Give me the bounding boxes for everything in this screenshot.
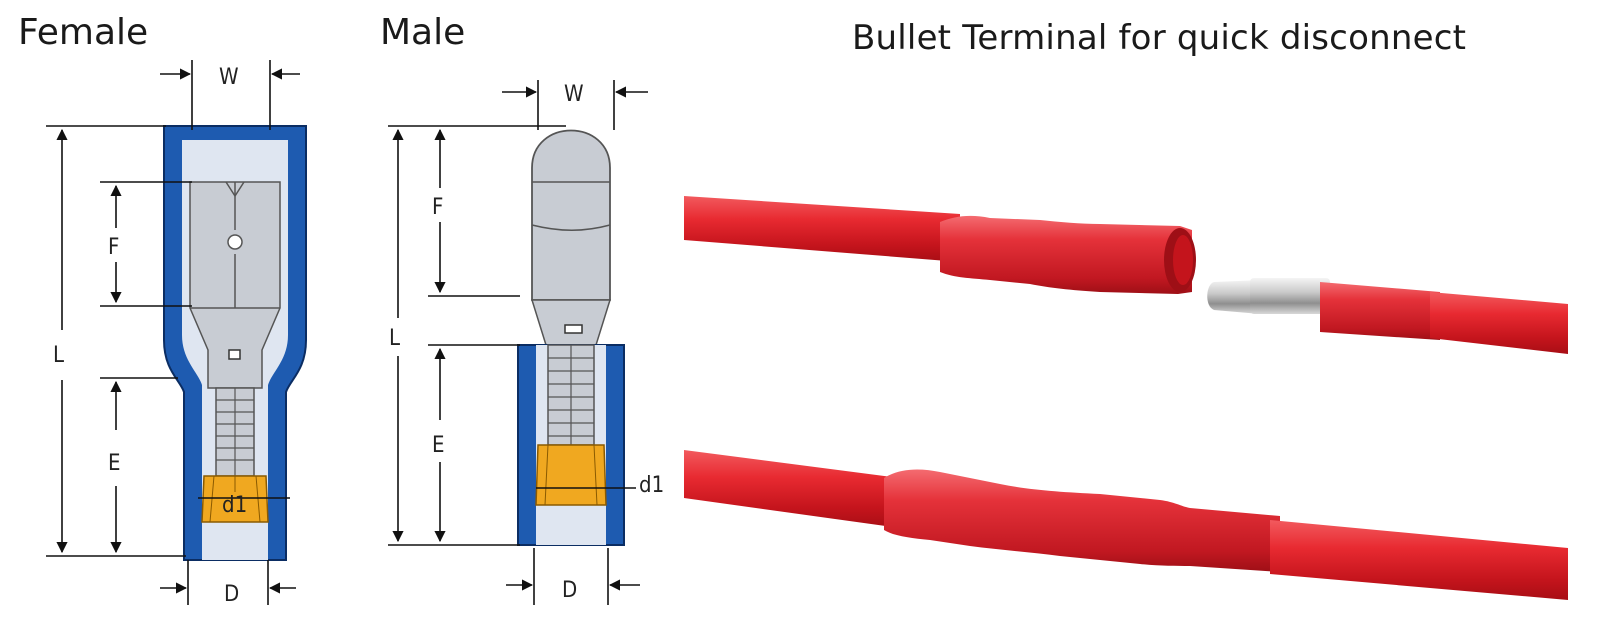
photo-title: Bullet Terminal for quick disconnect [852, 18, 1467, 58]
male-dimensions [388, 80, 648, 605]
male-width-label: W [564, 82, 584, 107]
female-e-label: E [108, 451, 121, 476]
female-width-label: W [219, 65, 239, 90]
male-f-label: F [432, 195, 443, 220]
female-dimensions [46, 60, 300, 605]
male-title: Male [380, 12, 466, 53]
male-e-label: E [432, 433, 445, 458]
female-d-label: D [224, 582, 239, 607]
male-terminal-drawing [517, 129, 625, 546]
female-terminal-drawing [163, 125, 307, 561]
female-title: Female [18, 12, 149, 53]
female-length-label: L [53, 343, 64, 368]
male-d1-label: d1 [639, 473, 664, 498]
male-d-label: D [562, 578, 577, 603]
female-f-label: F [108, 235, 119, 260]
male-length-label: L [389, 326, 400, 351]
product-photo [684, 196, 1568, 600]
female-d1-label: d1 [222, 493, 247, 518]
